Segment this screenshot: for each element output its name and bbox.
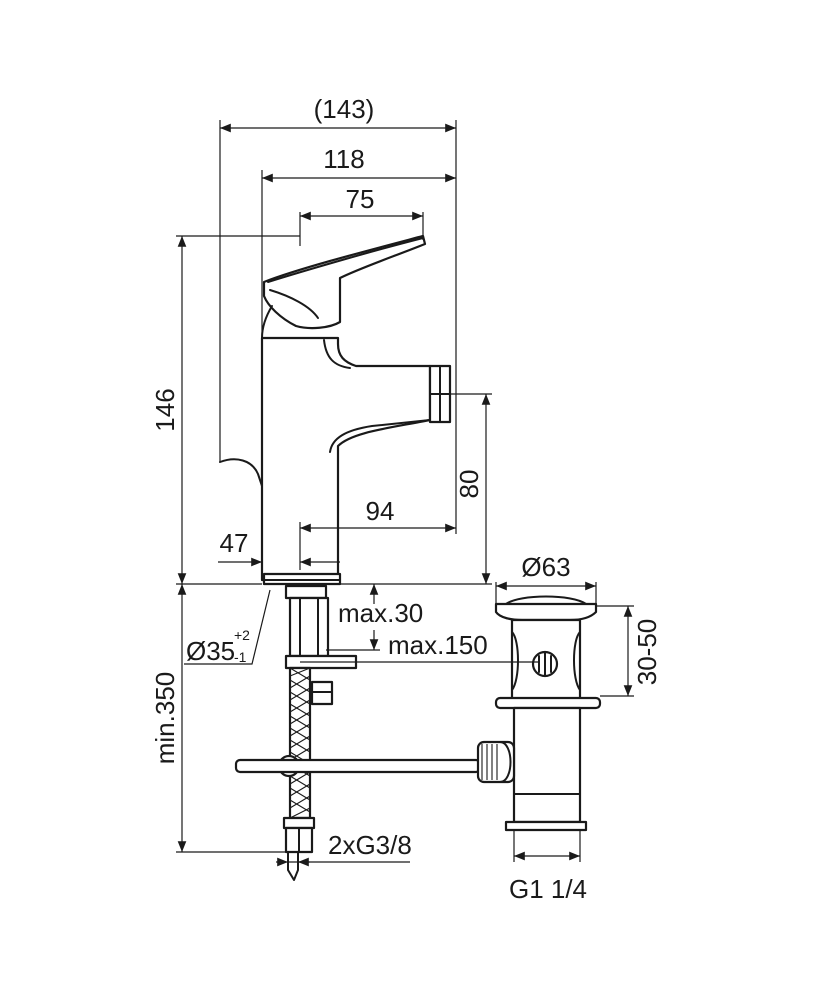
braided-hoses <box>277 666 316 881</box>
label-hole-tol-minus: -1 <box>234 649 247 665</box>
label-max-rod: max.150 <box>388 630 488 660</box>
popup-rod <box>234 758 482 774</box>
dimension-labels: (143) 118 75 146 80 94 47 Ø35 +2 -1 max.… <box>150 94 662 904</box>
label-min-hose: min.350 <box>150 672 180 765</box>
label-hole-tol-plus: +2 <box>234 627 250 643</box>
popup-waste <box>476 595 602 832</box>
label-waste-range: 30-50 <box>632 619 662 686</box>
dimension-lines <box>176 120 634 867</box>
label-body-width: 118 <box>323 144 364 174</box>
label-overall-width: (143) <box>314 94 375 124</box>
label-waste-diameter: Ø63 <box>521 552 570 582</box>
label-spout-height: 80 <box>454 470 484 499</box>
mixer-body <box>219 234 452 586</box>
label-spout-reach: 94 <box>366 496 395 526</box>
label-height: 146 <box>150 388 180 431</box>
mounting-shank <box>284 584 358 706</box>
label-connections: 2xG3/8 <box>328 830 412 860</box>
label-hole-diameter: Ø35 <box>186 636 235 666</box>
label-lever-width: 75 <box>346 184 375 214</box>
label-waste-thread: G1 1/4 <box>509 874 587 904</box>
label-base-offset: 47 <box>220 528 249 558</box>
label-max-thickness: max.30 <box>338 598 423 628</box>
